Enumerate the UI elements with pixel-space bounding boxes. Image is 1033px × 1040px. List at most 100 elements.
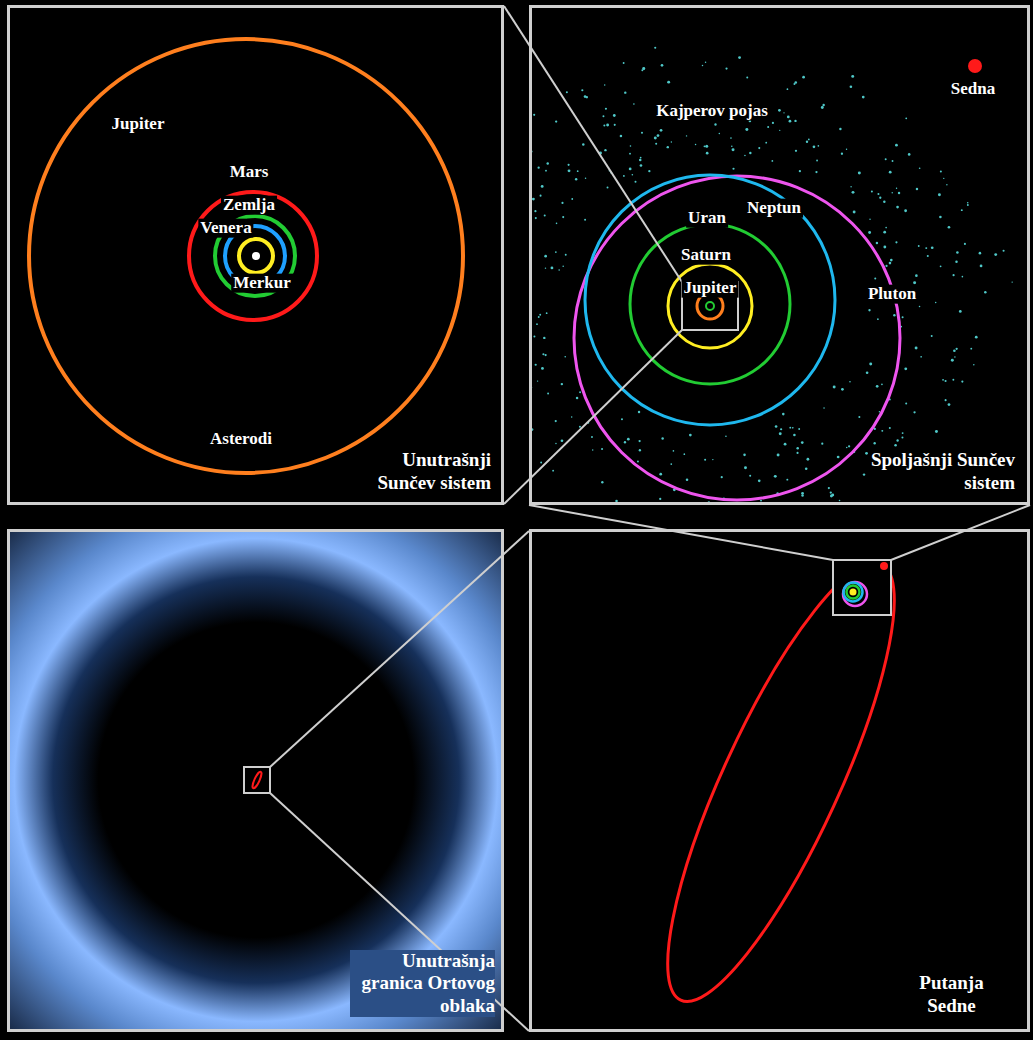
kuiper-object: [902, 316, 904, 318]
kuiper-object: [556, 222, 558, 224]
kuiper-object: [889, 427, 891, 429]
kuiper-object: [786, 479, 788, 481]
kuiper-object: [575, 178, 577, 180]
kuiper-object: [654, 47, 656, 49]
zoom-panel: Unutrašnja granica Ortovog oblaka: [7, 529, 504, 1032]
body-label: Sedna: [949, 80, 997, 99]
kuiper-object: [704, 459, 706, 461]
body-label: Mars: [228, 163, 271, 182]
kuiper-object: [850, 85, 853, 88]
kuiper-object: [961, 380, 963, 382]
kuiper-object: [889, 171, 892, 174]
kuiper-object: [939, 216, 942, 219]
kuiper-object: [837, 456, 840, 459]
orbit: [668, 264, 752, 348]
sedna-panel: [628, 540, 934, 1025]
kuiper-object: [579, 426, 581, 428]
kuiper-object: [892, 160, 894, 162]
kuiper-object: [562, 216, 564, 218]
kuiper-object: [975, 336, 978, 339]
kuiper-object: [607, 186, 609, 188]
kuiper-object: [545, 354, 547, 356]
kuiper-object: [630, 145, 632, 147]
kuiper-object: [725, 435, 727, 437]
kuiper-object: [604, 149, 606, 151]
kuiper-object: [542, 353, 544, 355]
kuiper-object: [744, 466, 747, 469]
panel-title: Putanja Sedne: [904, 972, 999, 1017]
kuiper-object: [606, 124, 609, 127]
kuiper-object: [945, 399, 947, 401]
kuiper-object: [629, 167, 632, 170]
kuiper-object: [877, 318, 879, 320]
kuiper-object: [862, 96, 865, 99]
panel-title: Spoljašnji Sunčev sistem: [870, 449, 1015, 494]
kuiper-object: [896, 206, 899, 209]
kuiper-object: [893, 314, 895, 316]
kuiper-object: [704, 145, 706, 147]
kuiper-object: [771, 160, 773, 162]
kuiper-object: [535, 217, 537, 219]
kuiper-object: [779, 130, 780, 131]
kuiper-object: [544, 215, 546, 217]
kuiper-object: [938, 193, 941, 196]
kuiper-object: [866, 371, 869, 374]
kuiper-object: [775, 425, 778, 428]
kuiper-object: [876, 242, 878, 244]
orbit: [706, 302, 714, 310]
kuiper-object: [821, 106, 824, 109]
kuiper-object: [721, 476, 723, 478]
kuiper-object: [816, 160, 818, 162]
kuiper-object: [801, 494, 803, 496]
kuiper-object: [956, 348, 958, 350]
kuiper-object: [796, 447, 799, 450]
kuiper-object: [581, 89, 583, 91]
body-label: Zemlja: [221, 196, 277, 215]
kuiper-object: [555, 420, 557, 422]
kuiper-object: [787, 116, 790, 119]
kuiper-object: [564, 356, 566, 358]
orbit: [844, 583, 863, 602]
kuiper-object: [639, 159, 642, 162]
kuiper-object: [885, 158, 887, 160]
kuiper-object: [876, 385, 879, 388]
kuiper-object: [821, 443, 823, 445]
kuiper-object: [869, 363, 872, 366]
kuiper-object: [551, 267, 554, 270]
kuiper-object: [808, 139, 810, 141]
kuiper-object: [532, 198, 535, 201]
kuiper-object: [801, 441, 804, 444]
kuiper-object: [871, 190, 873, 192]
kuiper-object: [980, 265, 983, 268]
kuiper-object: [544, 255, 547, 258]
kuiper-object: [798, 428, 800, 430]
orbit: [847, 586, 860, 599]
kuiper-object: [725, 68, 727, 70]
kuiper-object: [902, 432, 904, 434]
sedna-orbit: [628, 540, 934, 1025]
kuiper-object: [952, 379, 954, 381]
kuiper-object: [673, 450, 675, 452]
kuiper-object: [979, 252, 982, 255]
kuiper-object: [789, 427, 791, 429]
kuiper-object: [822, 104, 824, 106]
sedna-dot: [968, 59, 982, 73]
kuiper-object: [561, 383, 563, 385]
body-label: Neptun: [745, 199, 803, 218]
kuiper-object: [908, 153, 911, 156]
oort-inset: [244, 767, 270, 793]
body-label: Jupiter: [110, 115, 167, 134]
kuiper-object: [632, 174, 634, 176]
zoom-line: [270, 793, 529, 1031]
kuiper-object: [659, 498, 661, 500]
kuiper-object: [794, 120, 796, 122]
kuiper-object: [635, 181, 637, 183]
kuiper-object: [865, 452, 868, 455]
orbit: [189, 192, 317, 320]
kuiper-object: [916, 188, 918, 190]
kuiper-object: [584, 219, 586, 221]
sun: [252, 252, 260, 260]
kuiper-object: [543, 337, 545, 339]
kuiper-object: [959, 310, 962, 313]
kuiper-object: [945, 380, 947, 382]
